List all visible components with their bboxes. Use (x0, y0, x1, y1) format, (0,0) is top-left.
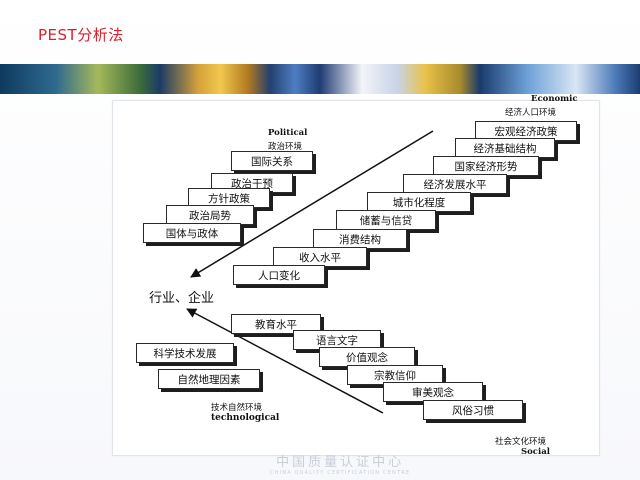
footer-logo-en: CHINA QUALITY CERTIFICATION CENTRE (270, 470, 411, 476)
industry-enterprise-label: 行业、企业 (149, 291, 215, 306)
slide-title: PEST分析法 (38, 26, 124, 44)
political-item-5: 国体与政体 (143, 223, 241, 243)
economic-item-7: 消费结构 (313, 229, 407, 249)
arrow-social-to-industry (186, 308, 384, 414)
footer-logo: 中国质量认证中心 CHINA QUALITY CERTIFICATION CEN… (270, 456, 410, 477)
political-label-cn: 政治环境 (268, 142, 303, 152)
diagram-arrows (186, 130, 434, 414)
economic-item-3: 国家经济形势 (433, 156, 539, 176)
economic-item-6: 储蓄与信贷 (336, 210, 436, 230)
technological-label-en: technological (211, 413, 280, 423)
economic-item-9: 人口变化 (233, 265, 325, 285)
economic-item-1: 宏观经济政策 (475, 121, 577, 141)
social-item-4: 宗教信仰 (347, 365, 443, 385)
footer-logo-cn: 中国质量认证中心 (276, 455, 405, 470)
economic-item-8: 收入水平 (273, 247, 367, 267)
political-item-4: 政治局势 (166, 205, 254, 225)
political-label-en: Political (268, 128, 308, 138)
social-label-en: Social (521, 447, 550, 457)
social-item-1: 教育水平 (231, 314, 321, 334)
social-item-6: 风俗习惯 (423, 400, 523, 420)
diagram-panel: Political 政治环境 国际关系 政治干预 方针政策 政治局势 国体与政体… (112, 94, 600, 457)
social-label-cn: 社会文化环境 (495, 437, 547, 447)
economic-item-4: 经济发展水平 (403, 174, 507, 194)
economic-item-5: 城市化程度 (367, 192, 471, 212)
economic-label-cn: 经济人口环境 (505, 108, 557, 118)
arrow-economic-to-industry (190, 130, 434, 278)
economic-item-2: 经济基础结构 (455, 138, 555, 158)
economic-label-en: Economic (531, 94, 578, 104)
header-banner-image (0, 64, 640, 94)
technological-label-cn: 技术自然环境 (211, 403, 263, 413)
technological-item-2: 自然地理因素 (158, 369, 260, 389)
social-item-3: 价值观念 (319, 347, 415, 367)
social-item-5: 审美观念 (383, 382, 483, 402)
technological-item-1: 科学技术发展 (136, 343, 234, 363)
political-item-1: 国际关系 (231, 151, 313, 171)
